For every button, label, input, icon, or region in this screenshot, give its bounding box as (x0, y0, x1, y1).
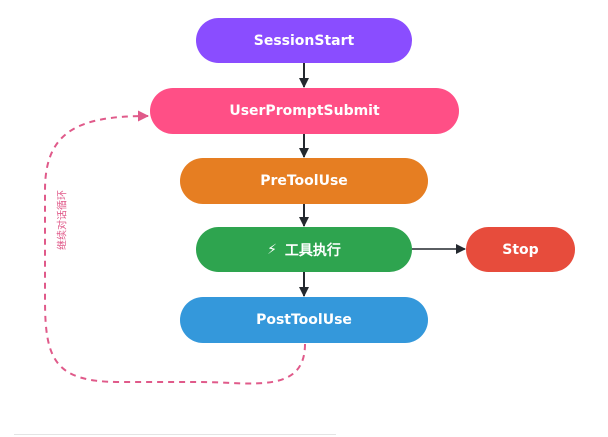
tool-exec-node: ⚡ 工具执行 (196, 227, 412, 272)
tool-exec-label: 工具执行 (284, 242, 341, 259)
session-start-node: SessionStart (196, 18, 412, 63)
stop-label: Stop (502, 241, 539, 258)
session-start-label: SessionStart (253, 32, 355, 49)
bottom-divider (14, 434, 336, 435)
lightning-icon: ⚡ (267, 241, 277, 258)
loop-label: 继续对话循环 (57, 190, 69, 250)
loop-back-path (44, 110, 306, 385)
user-prompt-submit-node: UserPromptSubmit (150, 88, 459, 134)
pre-tool-use-label: PreToolUse (260, 173, 348, 189)
post-tool-use-label: PostToolUse (256, 312, 352, 328)
pre-tool-use-node: PreToolUse (180, 158, 428, 204)
post-tool-use-node: PostToolUse (180, 297, 428, 343)
user-prompt-submit-label: UserPromptSubmit (229, 103, 380, 119)
stop-node: Stop (466, 227, 575, 272)
